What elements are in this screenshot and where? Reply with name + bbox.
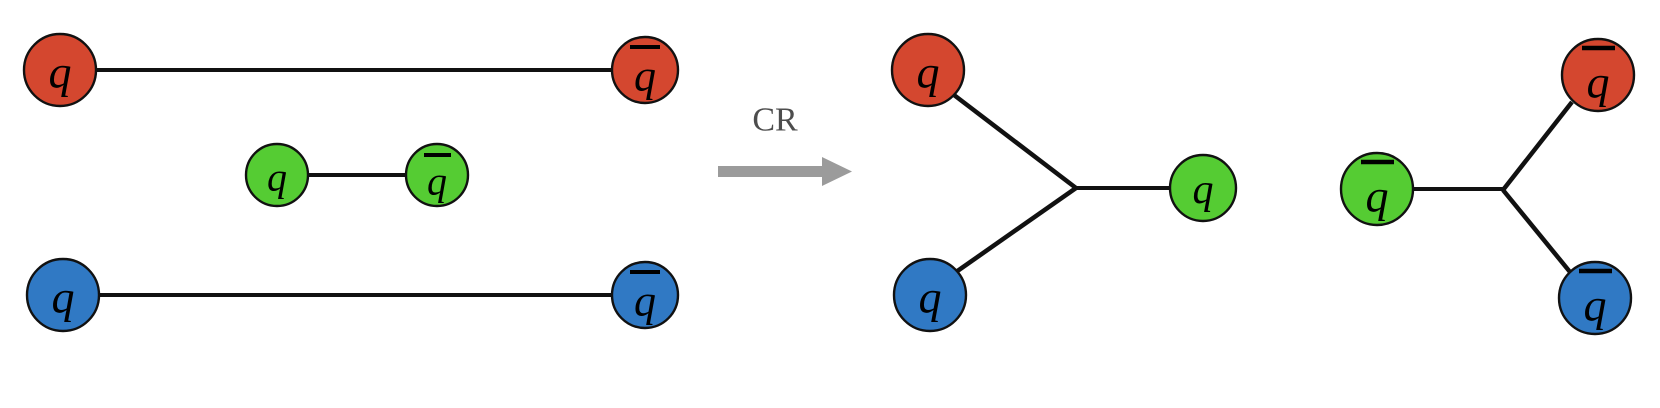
green-quark[interactable]: q	[244, 142, 310, 208]
green-quark-circle[interactable]	[244, 142, 310, 208]
antiquark-junction-leg-red	[1501, 100, 1574, 192]
red-antiquark[interactable]: q	[610, 35, 680, 105]
green-string: q q	[244, 142, 470, 208]
junction-blue-quark[interactable]: q	[892, 257, 968, 333]
red-string: q q	[22, 32, 680, 108]
initial-state-panel: q q q q	[22, 32, 680, 333]
blue-antiquark[interactable]: q	[610, 260, 680, 330]
antiquark-junction-leg-blue	[1501, 188, 1572, 274]
junction-green-antiquark[interactable]: q	[1339, 151, 1415, 227]
junction-red-quark-circle[interactable]	[890, 32, 966, 108]
junction-green-antiquark-circle[interactable]	[1339, 151, 1415, 227]
junction-green-quark[interactable]: q	[1168, 153, 1238, 223]
junction-green-quark-circle[interactable]	[1168, 153, 1238, 223]
final-state-panel: q q q q	[890, 32, 1636, 336]
cr-arrow-shaft	[718, 166, 826, 177]
cr-label: CR	[752, 102, 798, 139]
blue-quark[interactable]: q	[25, 257, 101, 333]
junction-red-antiquark[interactable]: q	[1560, 37, 1636, 113]
blue-antiquark-circle[interactable]	[610, 260, 680, 330]
junction-blue-quark-circle[interactable]	[892, 257, 968, 333]
cr-arrow-head	[822, 157, 852, 186]
junction-blue-antiquark[interactable]: q	[1557, 260, 1633, 336]
cr-transition: CR	[718, 102, 852, 186]
green-antiquark[interactable]: q	[404, 142, 470, 208]
quark-junction-leg-blue	[954, 186, 1078, 274]
quark-junction-leg-red	[952, 93, 1078, 190]
junction-blue-antiquark-circle[interactable]	[1557, 260, 1633, 336]
junction-red-quark[interactable]: q	[890, 32, 966, 108]
quark-junction: q q q	[890, 32, 1238, 333]
red-antiquark-circle[interactable]	[610, 35, 680, 105]
green-antiquark-circle[interactable]	[404, 142, 470, 208]
cr-arrow-icon	[718, 157, 852, 186]
blue-quark-circle[interactable]	[25, 257, 101, 333]
red-quark-circle[interactable]	[22, 32, 98, 108]
antiquark-junction: q q q	[1339, 37, 1636, 336]
junction-red-antiquark-circle[interactable]	[1560, 37, 1636, 113]
blue-string: q q	[25, 257, 680, 333]
red-quark[interactable]: q	[22, 32, 98, 108]
